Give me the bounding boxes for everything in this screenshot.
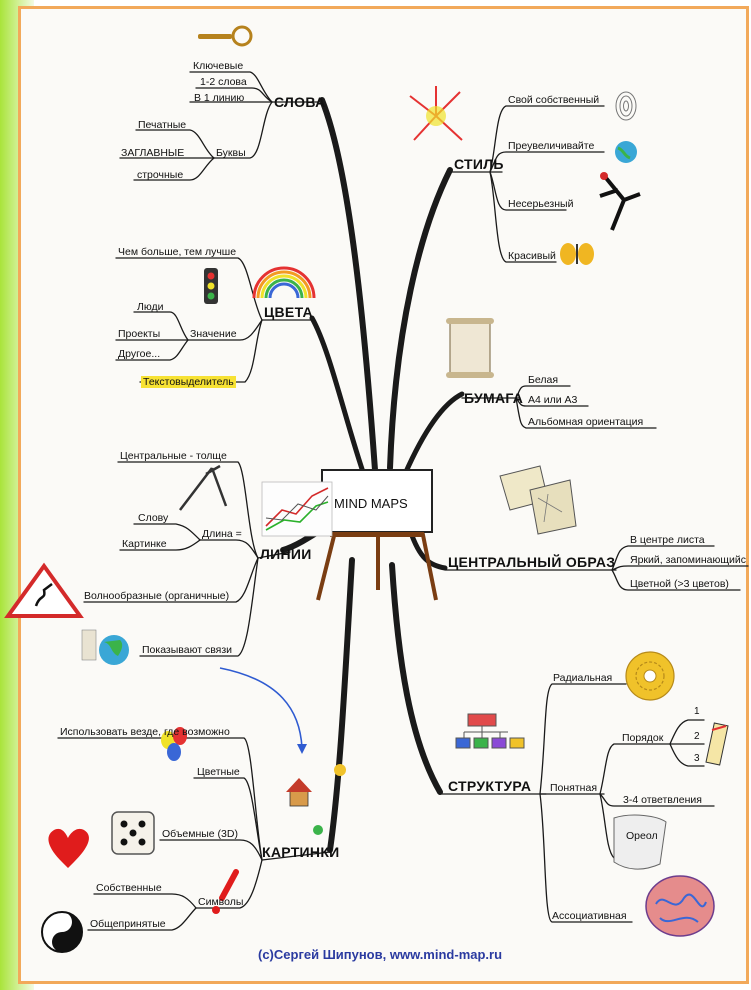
heart-icon xyxy=(48,828,89,868)
branch-title-struktura: СТРУКТУРА xyxy=(448,778,532,794)
trunk-struktura xyxy=(389,562,443,795)
copyright-footer: (с)Сергей Шипунов, www.mind-map.ru xyxy=(258,947,503,962)
fingerprint-icon xyxy=(615,91,637,121)
yin-yang-icon xyxy=(41,911,83,953)
bukvy-item-lower: строчные xyxy=(137,169,184,181)
butterfly-icon xyxy=(560,243,594,265)
org-chart-icon xyxy=(455,713,525,749)
bumaga-item-format: А4 или А3 xyxy=(528,394,578,406)
village-icon xyxy=(286,764,346,835)
line-chart-icon xyxy=(261,481,333,537)
znachenie-item-other: Другое... xyxy=(118,348,161,360)
globe-icon xyxy=(81,629,129,665)
order-number-1: 1 xyxy=(694,706,700,717)
dlina-item-picture: Картинке xyxy=(122,538,167,550)
linii-item-organic: Волнообразные (органичные) xyxy=(84,590,230,602)
globe-small-icon xyxy=(615,141,637,163)
bumaga-item-landscape: Альбомная ориентация xyxy=(528,416,644,428)
linii-dlina-label: Длина = xyxy=(202,528,242,540)
trunk-kartinki xyxy=(327,557,355,853)
kartinki-item-color: Цветные xyxy=(197,766,240,778)
tsveta-item-more: Чем больше, тем лучше xyxy=(118,246,237,258)
clear-item-branches: 3-4 ответвления xyxy=(623,794,702,806)
branch-title-tsveta: ЦВЕТА xyxy=(264,304,313,320)
stil-item-beautiful: Красивый xyxy=(508,250,556,262)
rainbow-icon xyxy=(252,266,316,299)
obraz-item-center: В центре листа xyxy=(630,534,705,546)
kartinki-symbols-label: Символы xyxy=(198,896,244,908)
branch-title-obraz: ЦЕНТРАЛЬНЫЙ ОБРАЗ xyxy=(448,554,616,570)
fireworks-icon xyxy=(409,86,463,141)
znachenie-item-people: Люди xyxy=(137,301,164,313)
slova-item-keywords: Ключевые xyxy=(193,60,244,72)
link-arrow-head xyxy=(297,744,307,754)
struktura-clear-label: Понятная xyxy=(550,782,598,794)
branch-title-linii: ЛИНИИ xyxy=(260,546,312,562)
pencils-icon xyxy=(705,722,729,766)
linii-item-links: Показывают связи xyxy=(142,644,233,656)
struktura-item-assoc: Ассоциативная xyxy=(552,910,627,922)
bumaga-item-white: Белая xyxy=(528,374,559,386)
slova-item-line: В 1 линию xyxy=(194,92,245,104)
slova-item-words: 1-2 слова xyxy=(200,76,247,88)
bukvy-item-print: Печатные xyxy=(138,119,187,131)
clear-item-halo: Ореол xyxy=(626,830,658,842)
znachenie-item-projects: Проекты xyxy=(118,328,161,340)
kartinki-item-everywhere: Использовать везде, где возможно xyxy=(60,726,230,738)
link-arrow xyxy=(219,667,303,749)
easel-icon xyxy=(316,469,438,601)
maps-icon xyxy=(499,465,577,535)
road-sign-icon xyxy=(4,562,84,618)
order-number-2: 2 xyxy=(694,731,700,742)
stil-item-exaggerate: Преувеличивайте xyxy=(508,140,595,152)
scroll-icon xyxy=(446,318,494,378)
dancer-icon xyxy=(599,172,641,231)
balloons-icon xyxy=(161,727,187,761)
tsveta-item-highlighter: Текстовыделитель xyxy=(141,376,236,388)
obraz-item-colorful: Цветной (>3 цветов) xyxy=(630,578,729,590)
order-number-3: 3 xyxy=(694,753,700,764)
brain-icon xyxy=(645,875,715,937)
struktura-item-radial: Радиальная xyxy=(553,672,613,684)
stil-item-own: Свой собственный xyxy=(508,94,600,106)
bukvy-item-capital: ЗАГЛАВНЫЕ xyxy=(121,147,185,159)
symbols-item-own: Собственные xyxy=(96,882,162,894)
linii-item-central: Центральные - толще xyxy=(120,450,227,462)
traffic-light-icon xyxy=(204,268,218,304)
key-icon xyxy=(198,25,253,47)
tsveta-znachenie-label: Значение xyxy=(190,328,237,340)
radial-disc-icon xyxy=(625,651,675,701)
clear-item-order: Порядок xyxy=(622,732,664,744)
obraz-item-bright: Яркий, запоминающийс xyxy=(630,554,746,566)
kartinki-item-3d: Объемные (3D) xyxy=(162,828,238,840)
slova-bukvy-label: Буквы xyxy=(216,147,246,159)
stil-item-playful: Несерьезный xyxy=(508,198,574,210)
branch-title-bumaga: БУМАГА xyxy=(464,390,524,406)
exclamation-icon xyxy=(212,869,239,914)
trunk-stil xyxy=(387,167,453,471)
branch-title-stil: СТИЛЬ xyxy=(454,156,504,172)
center-label: MIND MAPS xyxy=(334,496,408,511)
trunk-bumaga xyxy=(402,391,465,477)
trunk-tsveta xyxy=(309,315,368,481)
trunk-slova xyxy=(319,97,378,473)
branch-title-slova: СЛОВА xyxy=(274,94,326,110)
dice-icon xyxy=(111,811,155,855)
compass-icon xyxy=(179,464,228,511)
branch-title-kartinki: КАРТИНКИ xyxy=(262,844,340,860)
symbols-item-common: Общепринятые xyxy=(90,918,166,930)
halo-icon xyxy=(613,814,667,870)
dlina-item-word: Слову xyxy=(138,512,169,524)
